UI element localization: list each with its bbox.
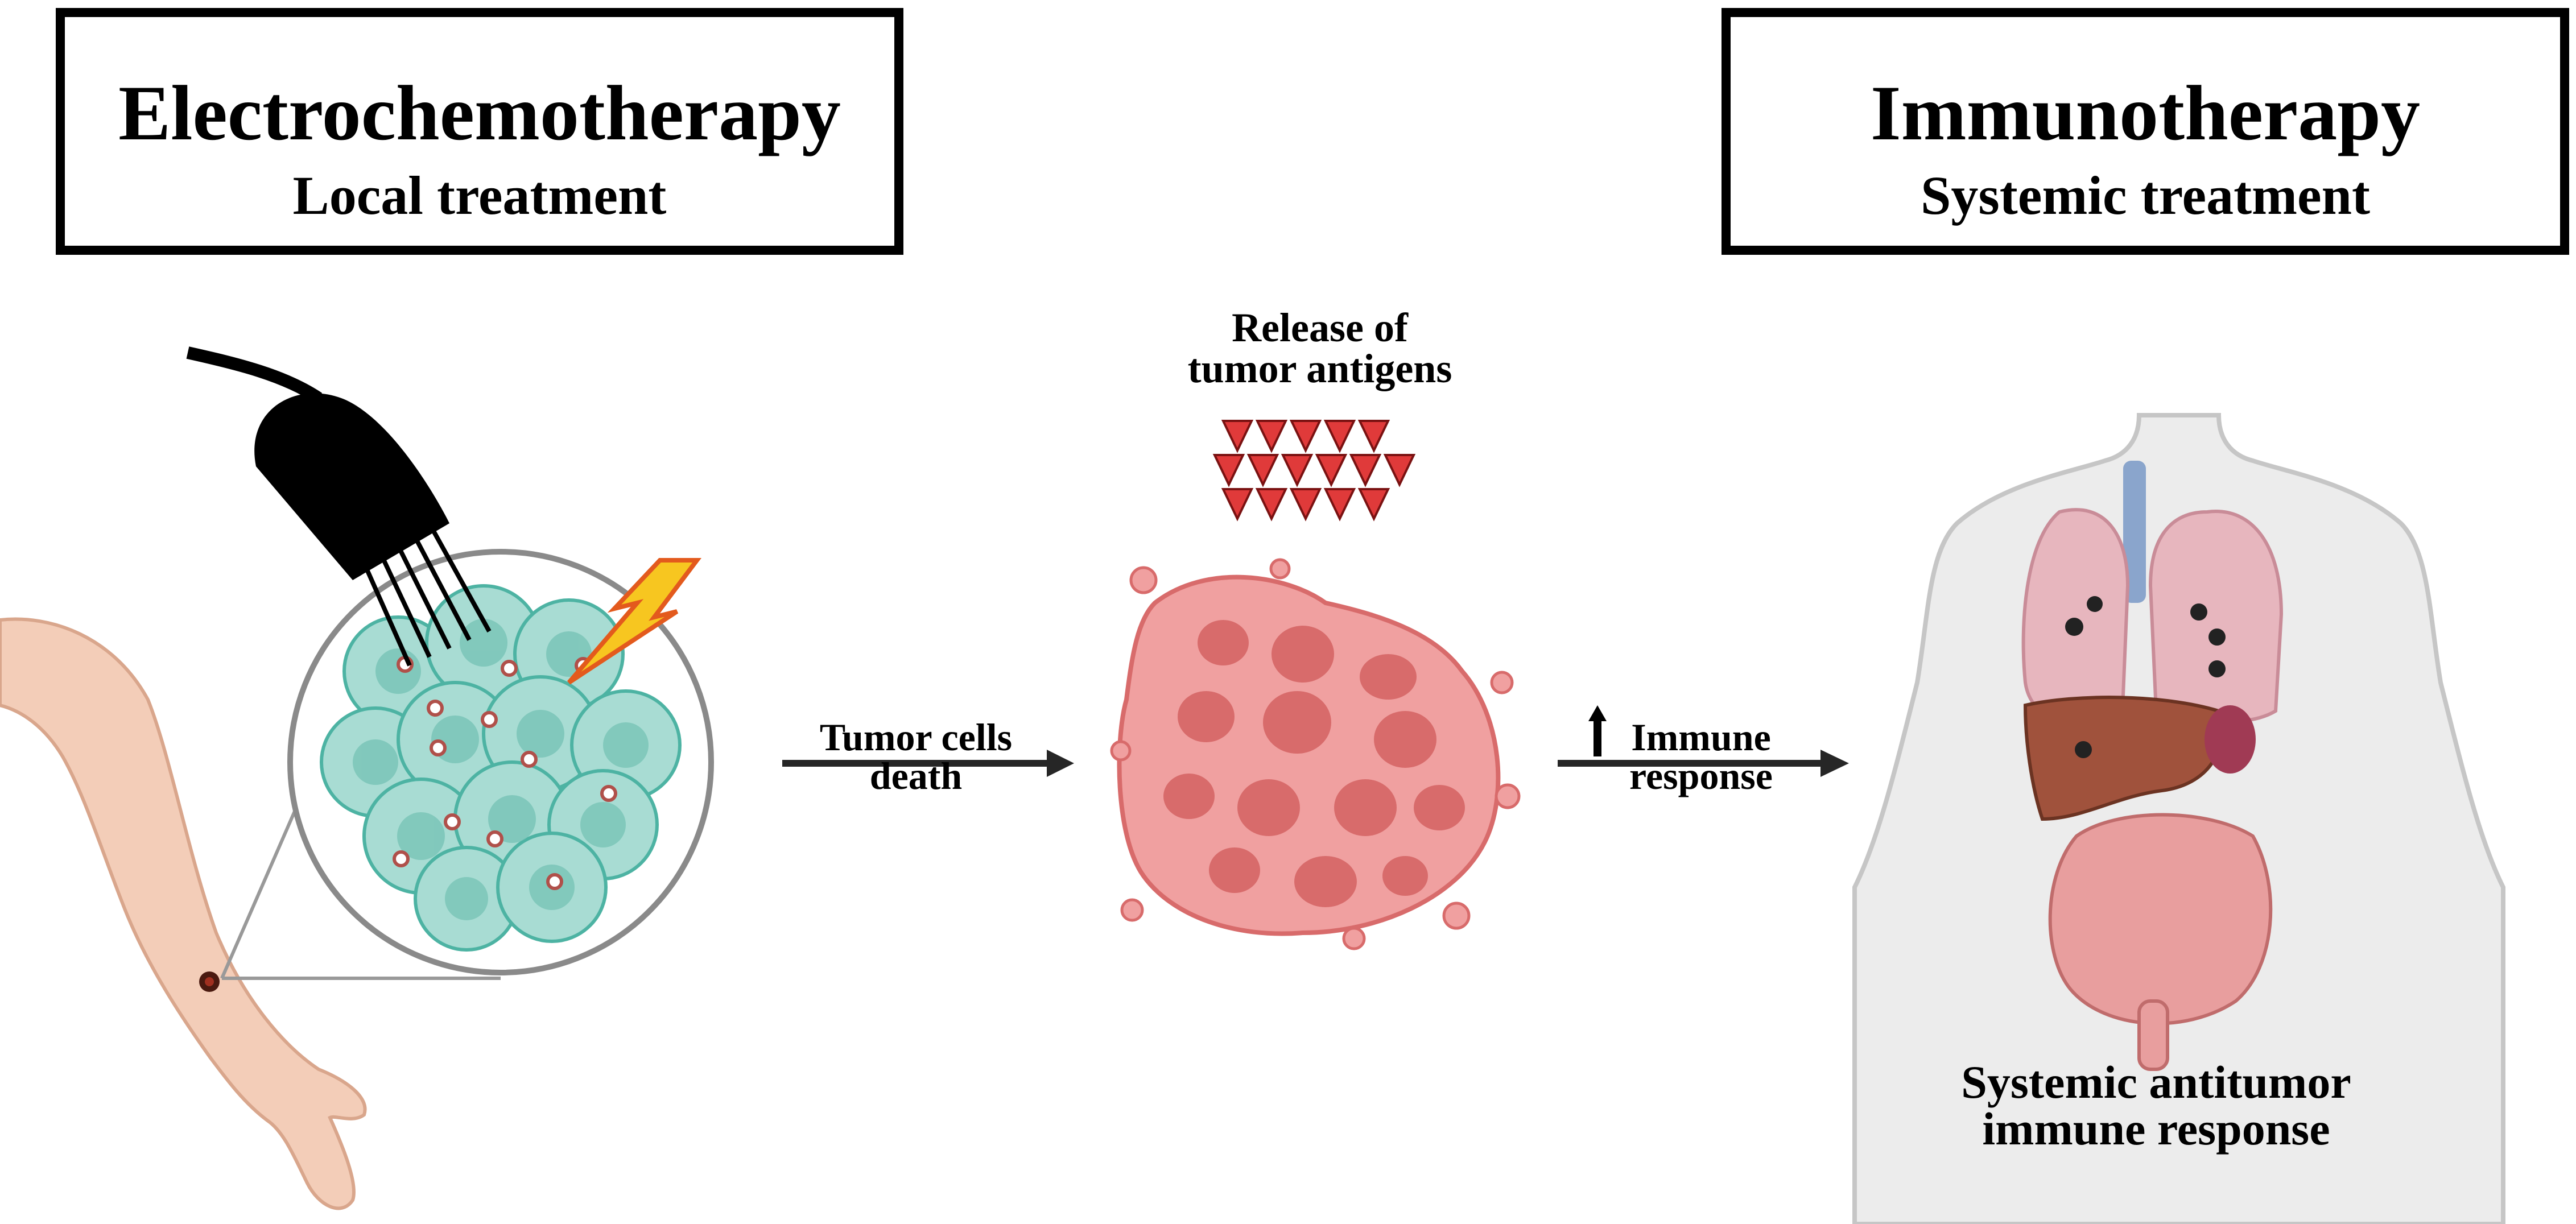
antigen-triangle-icon <box>1323 420 1356 453</box>
antigen-triangle-icon <box>1212 454 1245 487</box>
antigen-triangle-icon <box>1281 454 1314 487</box>
electrode-probe <box>186 346 492 667</box>
tumor-cells-death-label: Tumor cells death <box>819 716 1013 797</box>
tumor-antigens <box>1212 420 1416 522</box>
antigen-triangle-icon <box>1255 488 1288 522</box>
antigen-triangle-icon <box>1221 488 1254 522</box>
antigen-triangle-icon <box>1357 488 1390 522</box>
antigen-triangle-icon <box>1289 488 1322 522</box>
lightning-bolt-icon <box>567 558 701 685</box>
immune-response-label: Immune response <box>1629 716 1773 797</box>
arm-illustration <box>0 617 367 1210</box>
arrow-immune-response <box>1558 750 1849 777</box>
antigen-triangle-icon <box>1357 420 1390 453</box>
immunotherapy-box: Immunotherapy Systemic treatment <box>1722 8 2569 255</box>
antigen-triangle-icon <box>1255 420 1288 453</box>
antigen-triangle-icon <box>1221 420 1254 453</box>
systemic-treatment-subtitle: Systemic treatment <box>1921 165 2370 226</box>
dying-tumor-mass <box>1110 558 1521 950</box>
up-arrow-small-icon <box>1588 705 1607 756</box>
antigen-triangle-icon <box>1349 454 1382 487</box>
systemic-antitumor-label: Systemic antitumor immune response <box>1961 1056 2351 1155</box>
antigen-triangle-icon <box>1323 488 1356 522</box>
electrochemotherapy-box: Electrochemotherapy Local treatment <box>56 8 903 255</box>
local-treatment-subtitle: Local treatment <box>292 165 667 226</box>
antigen-triangle-icon <box>1246 454 1279 487</box>
immunotherapy-title: Immunotherapy <box>1870 69 2421 156</box>
antigen-triangle-icon <box>1289 420 1322 453</box>
release-antigens-label: Release of tumor antigens <box>1187 305 1452 391</box>
torso-illustration <box>1852 413 2505 1224</box>
arrow-tumor-death <box>782 750 1074 777</box>
electrochemotherapy-title: Electrochemotherapy <box>118 69 841 156</box>
antigen-triangle-icon <box>1315 454 1348 487</box>
antigen-triangle-icon <box>1383 454 1416 487</box>
